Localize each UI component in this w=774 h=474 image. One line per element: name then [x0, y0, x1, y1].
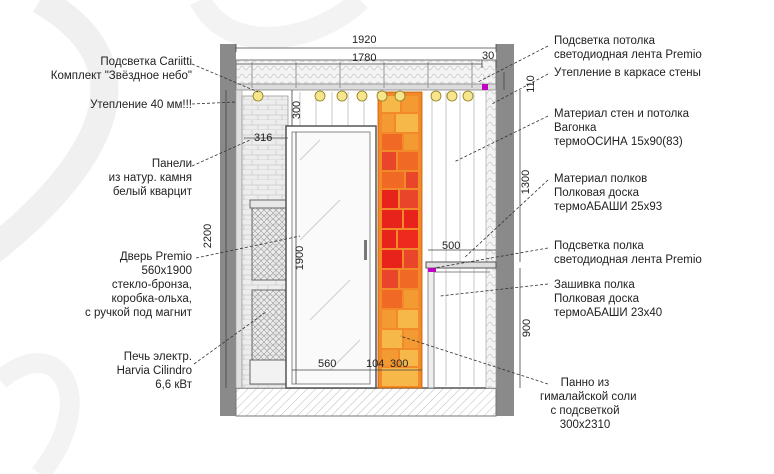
dim-upper-height: 1300	[520, 169, 533, 195]
salt-panel	[377, 91, 423, 389]
shelf-board	[425, 261, 497, 269]
left-lining	[235, 89, 243, 389]
label-salt-panel: Панно из гималайской соли с подсветкой 3…	[540, 377, 637, 431]
dim-gap-104: 104	[366, 358, 385, 370]
stove-mesh-upper	[251, 205, 287, 281]
label-insulation-40: Утепление 40 мм!!!	[90, 99, 192, 111]
label-shelf-led: Подсветка полка светодиодная лента Premi…	[554, 240, 702, 266]
dim-ceiling-gap: 110	[524, 75, 537, 93]
dim-inner-width: 1780	[352, 52, 377, 64]
label-stone-panels: Панели из натур. камня белый кварцит	[108, 158, 192, 198]
shelf-led-strip	[428, 268, 436, 272]
dim-height-total: 2200	[202, 223, 215, 249]
dim-door-height: 1900	[294, 245, 307, 271]
ceiling-panel	[235, 83, 497, 91]
dim-overall-width: 1920	[352, 34, 377, 46]
shelf-skirt-board	[427, 267, 435, 389]
dim-door-width: 560	[318, 358, 337, 370]
leader-lines	[191, 45, 549, 385]
dim-ceiling-drop: 300	[291, 100, 304, 120]
left-wall	[220, 44, 236, 416]
label-shelf-material: Материал полков Полковая доска термоАБАШ…	[554, 173, 663, 213]
wall-paneling	[299, 92, 475, 386]
door-glass	[291, 131, 371, 385]
ceiling-led-strip	[482, 84, 488, 90]
label-wall-insulation: Утепление в каркасе стены	[554, 67, 701, 79]
label-stove: Печь электр. Harvia Cilindro 6,6 кВт	[116, 351, 192, 391]
dim-salt-width: 300	[390, 358, 409, 370]
dim-lower-height: 900	[521, 318, 534, 338]
label-ceiling-lights: Подсветка Cariitti Комплект "Звёздное не…	[50, 56, 192, 82]
right-wall	[496, 44, 514, 416]
stove-mesh-lower	[251, 289, 287, 361]
door-handle	[364, 240, 367, 260]
floor-slab	[235, 387, 497, 417]
dim-gap-right: 30	[482, 50, 495, 62]
ceiling-insulation	[235, 59, 497, 89]
dim-shelf-depth: 500	[442, 240, 461, 252]
label-ceiling-led: Подсветка потолка светодиодная лента Pre…	[554, 35, 702, 61]
dim-stone-width: 316	[254, 132, 273, 144]
wall-insulation-strip	[485, 89, 497, 389]
label-wall-material: Материал стен и потолка Вагонка термоОСИ…	[554, 108, 689, 148]
label-shelf-skirt: Зашивка полка Полковая доска термоАБАШИ …	[554, 279, 663, 319]
ceiling-spotlights	[252, 90, 474, 102]
label-door: Дверь Premio 560x1900 стекло-бронза, кор…	[85, 251, 192, 319]
